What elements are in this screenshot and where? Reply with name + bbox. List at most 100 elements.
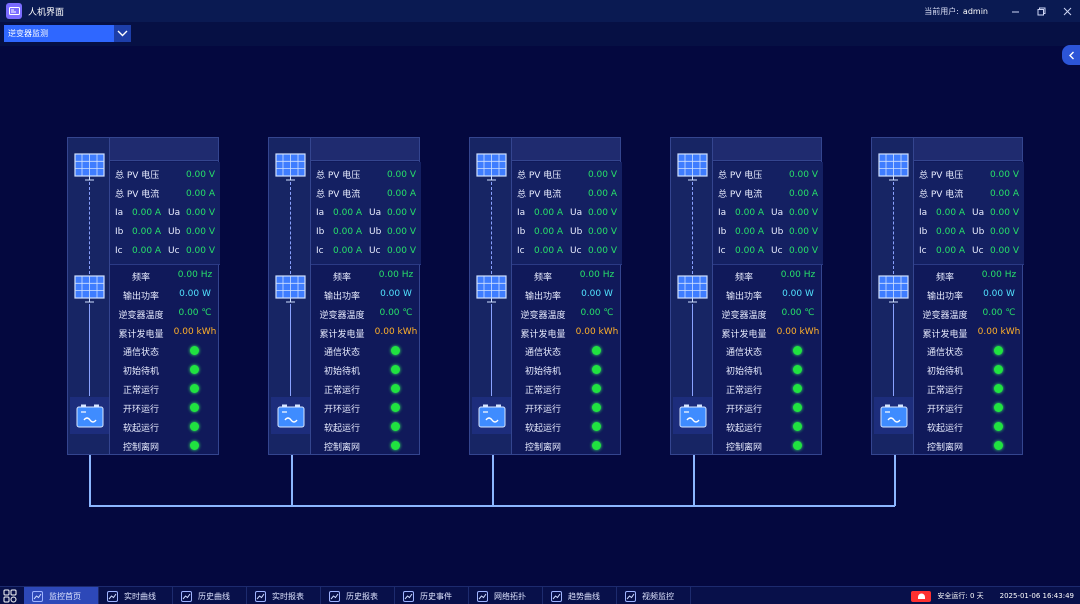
tab-6[interactable]: 网络拓扑 [469, 587, 543, 604]
inverter-temp-label: 逆变器温度 [118, 311, 164, 321]
ub-label: Ub [168, 226, 181, 237]
uc-label: Uc [168, 245, 180, 256]
status-led-icon [190, 422, 199, 431]
status-label: 初始待机 [122, 367, 159, 377]
status-row-init-standby: 初始待机 [311, 360, 419, 379]
frequency-label: 频率 [131, 273, 150, 283]
tab-0[interactable]: 监控首页 [24, 587, 99, 604]
tab-label: 监控首页 [49, 591, 81, 601]
status-row-soft-start: 软起运行 [512, 417, 620, 436]
uc-label: Uc [369, 245, 381, 256]
view-select[interactable]: 逆变器监测 [4, 25, 131, 42]
runtime-text: 安全运行: 0 天 [937, 592, 984, 600]
tab-label: 趋势曲线 [568, 591, 600, 601]
status-led-icon [190, 441, 199, 450]
tab-3[interactable]: 实时报表 [247, 587, 321, 604]
inverter-header [311, 138, 419, 161]
status-row-open-loop: 开环运行 [914, 398, 1022, 417]
grid-menu-icon[interactable] [3, 589, 17, 603]
status-label: 初始待机 [926, 367, 963, 377]
status-label: 开环运行 [725, 405, 762, 415]
pv-voltage-value: 0.00 V [989, 169, 1019, 180]
view-select-value[interactable]: 逆变器监测 [4, 25, 114, 42]
status-label: 开环运行 [524, 405, 561, 415]
tab-2[interactable]: 历史曲线 [173, 587, 247, 604]
status-area: 安全运行: 0 天 2025-01-06 16:43:49 [911, 587, 1080, 604]
alarm-icon[interactable] [911, 590, 932, 602]
connector-line [491, 304, 492, 396]
line-chart-icon [99, 590, 124, 602]
solar-panel-icon [476, 275, 507, 303]
chevron-left-icon[interactable] [1062, 45, 1080, 65]
ia-value: 0.00 A [735, 207, 765, 218]
status-row-init-standby: 初始待机 [512, 360, 620, 379]
inverter-temp-label: 逆变器温度 [922, 311, 968, 321]
tab-4[interactable]: 历史报表 [321, 587, 395, 604]
restore-icon[interactable] [1028, 0, 1054, 22]
total-energy-value: 0.00 kWh [776, 327, 820, 337]
status-row-off-grid: 控制离网 [914, 436, 1022, 455]
status-led-icon [391, 365, 400, 374]
ub-label: Ub [570, 226, 583, 237]
minimize-icon[interactable] [1002, 0, 1028, 22]
tab-7[interactable]: 趋势曲线 [543, 587, 617, 604]
connector-line [692, 304, 693, 396]
status-row-soft-start: 软起运行 [110, 417, 218, 436]
tab-1[interactable]: 实时曲线 [99, 587, 173, 604]
status-label: 软起运行 [323, 424, 360, 434]
tab-5[interactable]: 历史事件 [395, 587, 469, 604]
status-label: 软起运行 [725, 424, 762, 434]
window-title: 人机界面 [28, 7, 65, 18]
ia-value: 0.00 A [534, 207, 564, 218]
ib-label: Ib [919, 226, 928, 237]
status-led-icon [190, 346, 199, 355]
dashed-connector [692, 182, 693, 274]
status-label: 正常运行 [323, 386, 360, 396]
tab-label: 视频监控 [642, 591, 674, 601]
status-led-icon [592, 384, 601, 393]
pv-current-value: 0.00 A [788, 188, 818, 199]
bus-drop [291, 455, 293, 506]
inverter-strip [670, 137, 713, 455]
output-power-label: 输出功率 [926, 292, 963, 302]
pv-current-value: 0.00 A [587, 188, 617, 199]
pv-current-label: 总 PV 电流 [718, 190, 763, 200]
close-icon[interactable] [1054, 0, 1080, 22]
ua-value: 0.00 V [587, 207, 617, 218]
ub-value: 0.00 V [386, 226, 416, 237]
home-icon [24, 590, 49, 602]
output-power-value: 0.00 W [380, 289, 412, 299]
tab-8[interactable]: 视频监控 [617, 587, 691, 604]
pv-voltage-label: 总 PV 电压 [316, 171, 361, 181]
solar-panel-icon [74, 275, 105, 303]
ib-value: 0.00 A [735, 226, 765, 237]
pv-block [713, 162, 823, 265]
network-topology-icon [469, 590, 494, 602]
ic-value: 0.00 A [333, 245, 363, 256]
bus-drop [492, 455, 494, 506]
status-led-icon [391, 384, 400, 393]
inverter-icon [673, 397, 712, 434]
ia-label: Ia [919, 207, 928, 218]
chevron-down-icon[interactable] [114, 25, 131, 42]
ub-value: 0.00 V [185, 226, 215, 237]
status-led-icon [793, 403, 802, 412]
ub-value: 0.00 V [587, 226, 617, 237]
pv-current-value: 0.00 A [989, 188, 1019, 199]
uc-value: 0.00 V [185, 245, 215, 256]
status-led-icon [190, 365, 199, 374]
status-row-off-grid: 控制离网 [311, 436, 419, 455]
inverter-temp-value: 0.00 ℃ [580, 308, 614, 318]
